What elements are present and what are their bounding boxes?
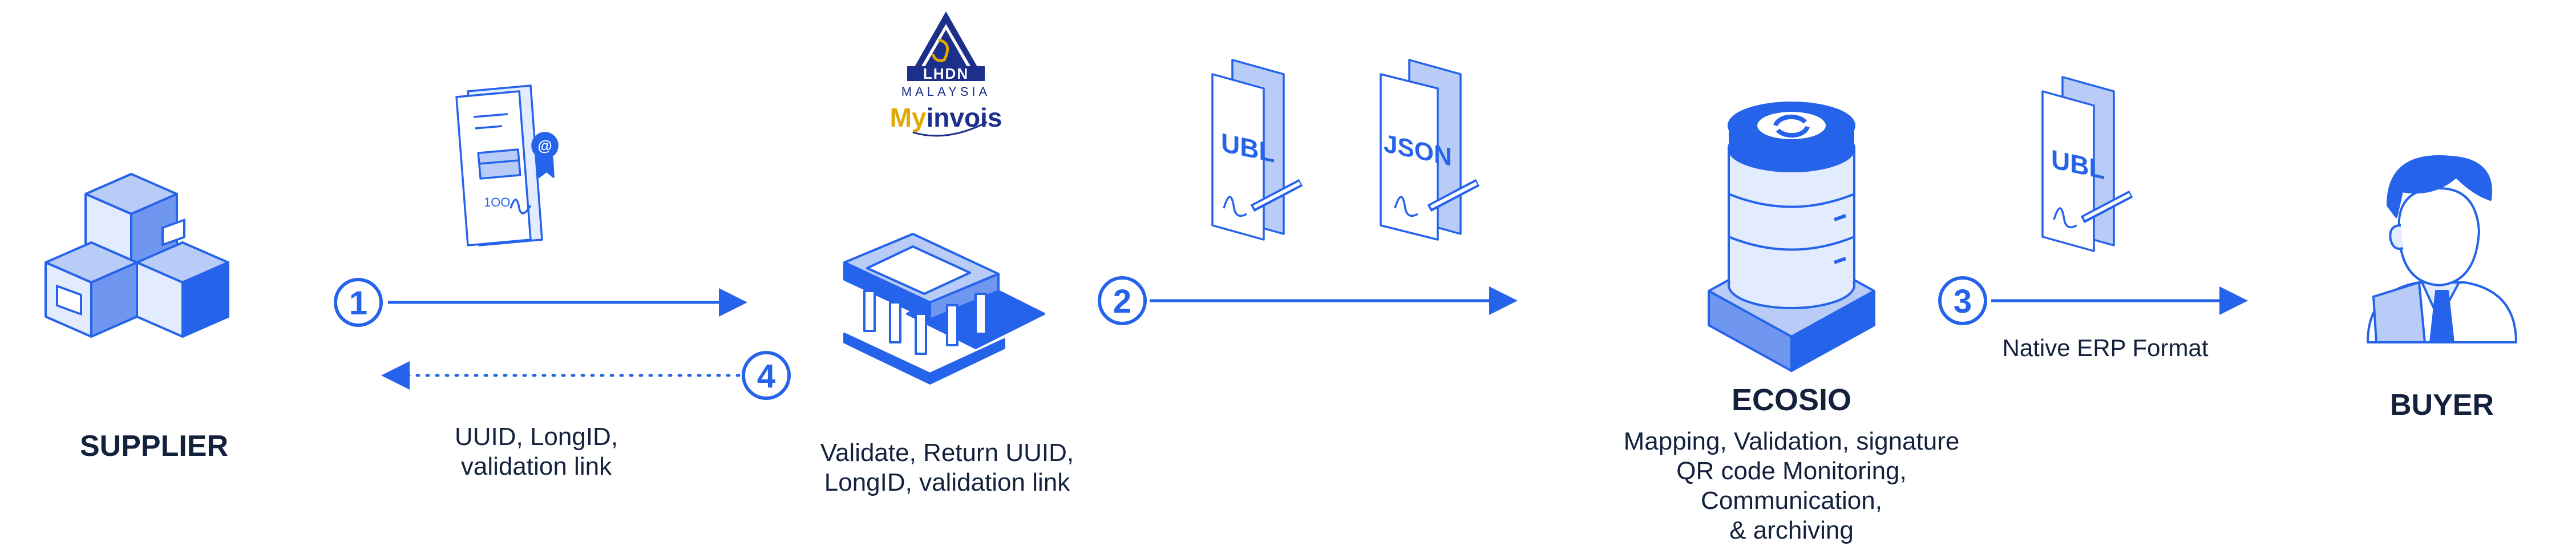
step-2-badge: 2 — [1098, 276, 1147, 325]
return-info-label: UUID, LongID, validation link — [454, 423, 618, 480]
authority-description: Validate, Return UUID, LongID, validatio… — [820, 439, 1074, 496]
government-building-icon — [843, 233, 1045, 385]
native-format-label: Native ERP Format — [2002, 334, 2209, 361]
svg-text:@: @ — [537, 137, 552, 154]
step-3-number: 3 — [1954, 283, 1972, 320]
step-4-number: 4 — [757, 358, 775, 395]
server-icon — [1708, 102, 1875, 372]
ubl-document-icon: UBL — [1211, 59, 1303, 241]
ecosio-title: ECOSIO — [1731, 383, 1852, 417]
step-3-badge: 3 — [1938, 276, 1987, 325]
json-document-icon: JSON — [1380, 59, 1480, 241]
ubl-document-icon-2: UBL — [2041, 76, 2133, 252]
lhdn-myinvois-logo: LHDN MALAYSIA Myinvois — [890, 11, 1002, 137]
signed-invoice-icon: @ 1OO — [455, 84, 559, 246]
logo-country-text: MALAYSIA — [901, 84, 990, 99]
person-icon — [2367, 155, 2517, 343]
step-4-badge: 4 — [742, 351, 791, 400]
svg-text:Myinvois: Myinvois — [890, 103, 1002, 132]
step-2-number: 2 — [1113, 283, 1131, 320]
logo-org-text: LHDN — [923, 65, 969, 82]
step-1-badge: 1 — [334, 278, 383, 327]
supplier-label: SUPPLIER — [79, 430, 229, 463]
svg-text:1OO: 1OO — [484, 195, 510, 209]
boxes-icon — [45, 173, 229, 338]
ecosio-description: Mapping, Validation, signature QR code M… — [1623, 427, 1960, 544]
buyer-label: BUYER — [2389, 389, 2494, 422]
step-1-number: 1 — [349, 285, 367, 322]
logo-product-my: My — [890, 103, 927, 132]
logo-product-invois: invois — [926, 103, 1002, 132]
